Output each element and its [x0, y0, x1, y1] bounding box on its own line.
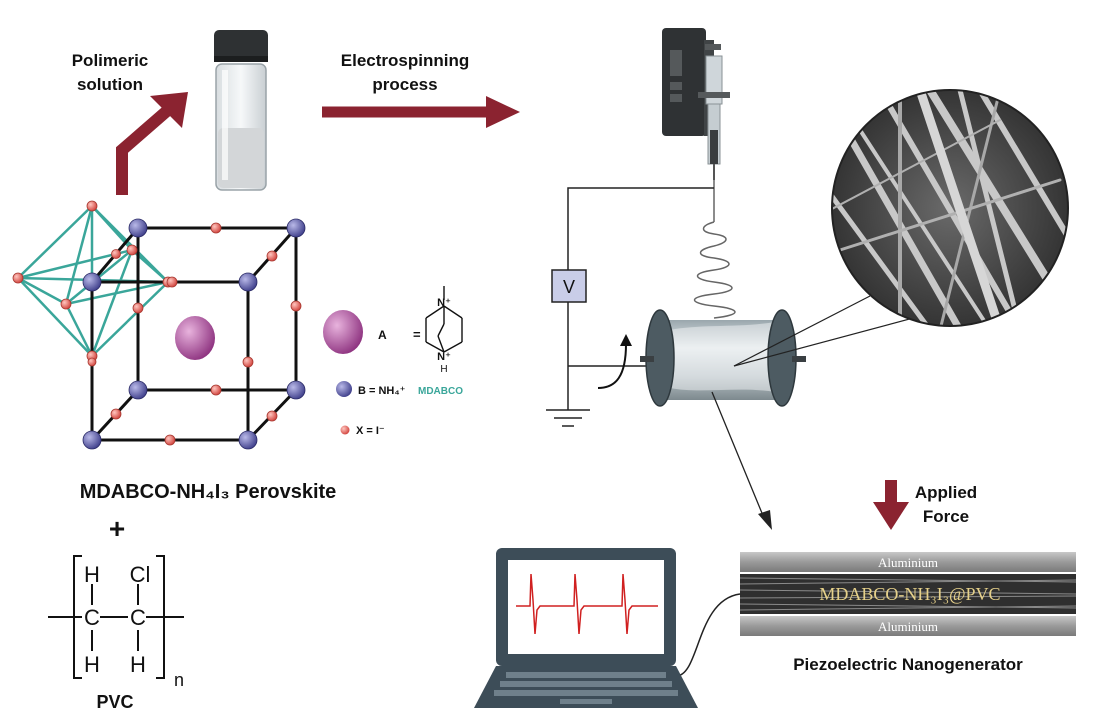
legend-x-site-icon: [340, 425, 350, 435]
b-site-ions: [82, 218, 306, 450]
pvc-mid-left-atom: C: [84, 605, 100, 630]
laptop-cable: [675, 593, 741, 677]
sem-nanofiber-image: [733, 89, 1069, 367]
nanogenerator-device: Aluminium MDABCO-NH₃I₃@PVC Aluminium: [739, 552, 1077, 636]
polimeric-solution-label-line2: solution: [77, 75, 143, 94]
voltage-source: V: [551, 269, 587, 303]
perovskite-title: MDABCO-NH₄I₃ Perovskite: [80, 481, 337, 503]
polimeric-solution-label-line1: Polimeric: [72, 51, 149, 70]
applied-force-label-line1: Applied: [915, 483, 977, 502]
electrospinning-label-line1: Electrospinning: [341, 51, 469, 70]
electrospinning-label-line2: process: [372, 75, 437, 94]
pvc-bottom-left-atom: H: [84, 652, 100, 677]
legend-b-label: B = NH₄⁺: [358, 385, 406, 397]
rotation-arrow-icon: [597, 334, 632, 389]
mdabco-h-bottom: H: [440, 364, 447, 375]
plus-sign: +: [109, 513, 125, 544]
polymer-jet-spiral: [693, 180, 736, 319]
legend-equals: =: [413, 327, 421, 342]
mdabco-n-bottom: N⁺: [437, 351, 451, 363]
applied-force-arrow: [873, 480, 909, 530]
voltage-symbol: V: [563, 277, 575, 297]
pvc-mid-right-atom: C: [130, 605, 146, 630]
top-aluminium-label: Aluminium: [878, 555, 938, 570]
legend-a-site-icon: [323, 310, 363, 354]
circuit-wires: [546, 187, 714, 427]
drum-to-device-arrow: [711, 391, 772, 530]
top-aluminium-layer: [740, 552, 1076, 572]
legend: A = N⁺ N⁺ H B = NH₄⁺ MDABCO X = I⁻: [323, 286, 463, 437]
pvc-top-right-atom: Cl: [130, 562, 151, 587]
legend-a-label: A: [378, 328, 387, 342]
a-site-cation: [175, 316, 215, 360]
syringe-pump-icon: [662, 28, 730, 180]
legend-mdabco-label: MDABCO: [418, 386, 463, 397]
voltage-signal-trace: [516, 573, 658, 635]
pvc-structure: H Cl C C H H n: [48, 555, 184, 690]
applied-force-label-line2: Force: [923, 507, 969, 526]
pvc-subscript-n: n: [174, 670, 184, 690]
pvc-bottom-right-atom: H: [130, 652, 146, 677]
laptop-icon: [474, 548, 698, 708]
perovskite-to-solution-arrow: [116, 92, 188, 195]
nanofiber-strands: [739, 577, 1077, 611]
nanogenerator-label: Piezoelectric Nanogenerator: [793, 655, 1023, 674]
legend-b-site-icon: [336, 381, 352, 397]
vial-icon: [214, 30, 268, 191]
bottom-aluminium-layer: [740, 616, 1076, 636]
x-site-ions: [12, 200, 302, 446]
bottom-aluminium-label: Aluminium: [878, 619, 938, 634]
laptop-keyboard: [494, 672, 678, 704]
legend-x-label: X = I⁻: [356, 425, 385, 437]
mdabco-structure: [425, 286, 463, 353]
electrospinning-arrow: [322, 96, 520, 128]
perovskite-crystal-diagram: [12, 200, 306, 450]
rotating-collector-drum: [640, 309, 806, 407]
composite-layer-label: MDABCO-NH₃I₃@PVC: [819, 584, 1000, 604]
pvc-top-left-atom: H: [84, 562, 100, 587]
mdabco-n-top: N⁺: [437, 297, 451, 309]
pvc-label: PVC: [96, 692, 133, 712]
